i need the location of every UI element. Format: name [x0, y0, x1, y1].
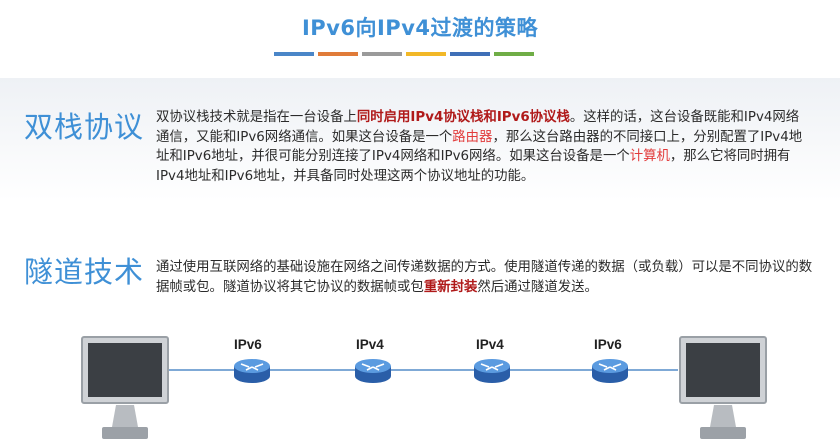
- tunnel-heading: 隧道技术: [24, 255, 145, 289]
- color-bar-segment: [406, 52, 446, 56]
- tunnel-paragraph: 通过使用互联网络的基础设施在网络之间传递数据的方式。使用隧道传递的数据（或负载）…: [156, 258, 818, 297]
- network-label-ipv6-left: IPv6: [234, 337, 262, 352]
- color-bar-segment: [450, 52, 490, 56]
- color-bar-segment: [494, 52, 534, 56]
- router-icon: [474, 359, 510, 383]
- paragraph-text: 。这样的话，这台设备既能和IPv4网络通信，又能和IPv6网络通信。如果这台设备…: [156, 110, 800, 145]
- computer-right-icon: [679, 336, 767, 439]
- highlight-bold-text: 重新封装: [423, 279, 478, 295]
- paragraph-text: ，那么这台路由器的不同接口上，分别配置了IPv4地址和IPv6地址，并很可能分别…: [156, 129, 803, 165]
- network-link-line: [168, 369, 678, 371]
- network-label-ipv6-right: IPv6: [594, 337, 622, 352]
- header-band: [0, 78, 840, 283]
- paragraph-text: 通过使用互联网络的基础设施在网络之间传递数据的方式。使用隧道传递的数据（或负载）…: [156, 260, 813, 295]
- highlight-bold-text: 同时启用IPv4协议栈和IPv6协议栈: [356, 110, 570, 125]
- network-label-ipv4-right: IPv4: [476, 337, 504, 352]
- dual-stack-paragraph: 双协议栈技术就是指在一台设备上同时启用IPv4协议栈和IPv6协议栈。这样的话，…: [156, 108, 808, 186]
- paragraph-text: 然后通过隧道发送。: [477, 279, 598, 295]
- color-bar-segment: [318, 52, 358, 56]
- color-bar-segment: [274, 52, 314, 56]
- title-color-bar: [274, 52, 534, 56]
- router-icon: [234, 359, 270, 383]
- router-icon: [592, 359, 628, 383]
- paragraph-text: 双协议栈技术就是指在一台设备上: [156, 110, 357, 125]
- network-label-ipv4-left: IPv4: [356, 337, 384, 352]
- router-icon: [355, 359, 391, 383]
- paragraph-text: ，那么它将同时拥有IPv4地址和IPv6地址，并具备同时处理这两个协议地址的功能…: [156, 149, 791, 184]
- dual-stack-heading: 双栈协议: [24, 110, 145, 144]
- color-bar-segment: [362, 52, 402, 56]
- highlight-red-text: 计算机: [629, 149, 670, 164]
- computer-left-icon: [81, 336, 169, 439]
- page-title: IPv6向IPv4过渡的策略: [301, 16, 538, 40]
- highlight-red-text: 路由器: [452, 129, 493, 145]
